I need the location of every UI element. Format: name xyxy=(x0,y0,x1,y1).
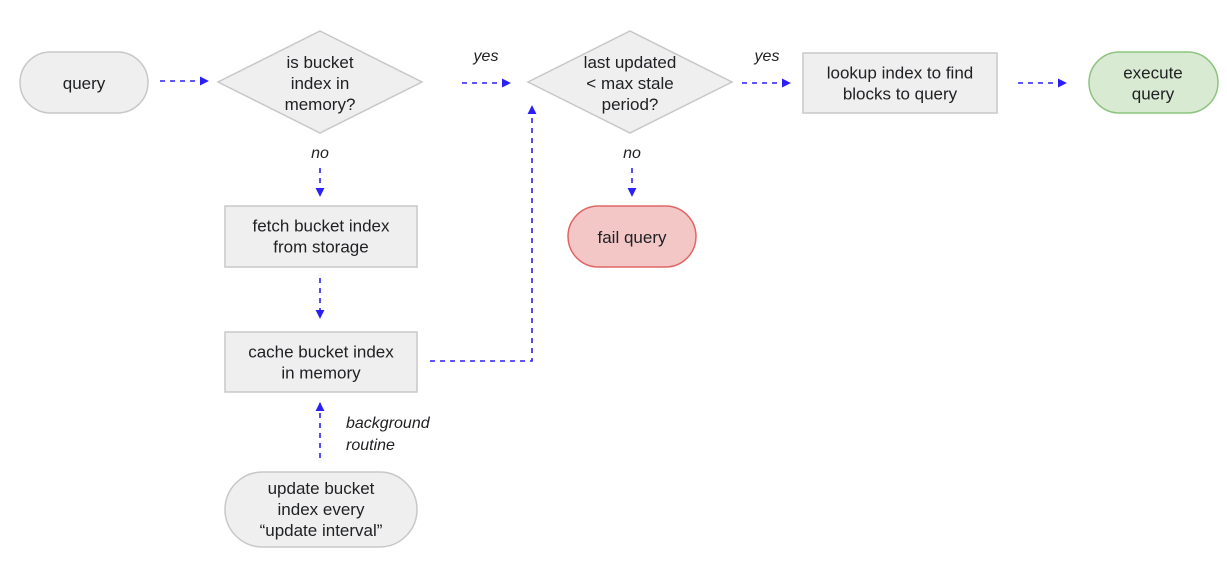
text-line: routine xyxy=(346,437,395,454)
text-line: update bucket xyxy=(268,479,375,498)
text-line: execute xyxy=(1123,64,1183,83)
node-execute-query-label: execute query xyxy=(1123,64,1183,104)
edge-label-no-2: no xyxy=(623,145,641,162)
node-fetch-index-label: fetch bucket index from storage xyxy=(252,217,390,257)
text-line: fetch bucket index xyxy=(252,217,390,236)
edge-label-yes-1: yes xyxy=(473,48,499,65)
text-line: query xyxy=(63,74,106,93)
node-in-memory-decision: is bucket index in memory? xyxy=(216,30,424,134)
text-line: period? xyxy=(602,95,659,114)
text-line: “update interval” xyxy=(260,521,383,540)
node-cache-index-label: cache bucket index in memory xyxy=(248,343,394,383)
text-line: memory? xyxy=(285,95,356,114)
node-cache-index: cache bucket index in memory xyxy=(224,331,418,393)
node-update-index: update bucket index every “update interval… xyxy=(224,471,418,548)
node-fetch-index: fetch bucket index from storage xyxy=(224,205,418,268)
node-fail-query-shape xyxy=(567,205,697,268)
text-line: query xyxy=(1132,85,1175,104)
text-line: index in xyxy=(291,74,350,93)
node-lookup-index: lookup index to find blocks to query xyxy=(802,52,998,114)
node-stale-decision-shape xyxy=(526,30,734,134)
text-line: last updated xyxy=(584,53,677,72)
node-lookup-index-label: lookup index to find blocks to query xyxy=(827,64,974,104)
text-line: lookup index to find xyxy=(827,64,974,83)
text-line: cache bucket index xyxy=(248,343,394,362)
edge-label-no-1: no xyxy=(311,145,329,162)
text-line: blocks to query xyxy=(843,85,958,104)
node-update-index-shape xyxy=(224,471,418,548)
node-cache-index-shape xyxy=(224,331,418,393)
edge-label-background-routine: background routine xyxy=(346,415,431,454)
node-fail-query: fail query xyxy=(567,205,697,268)
text-line: index every xyxy=(278,500,365,519)
text-line: background xyxy=(346,415,431,432)
node-in-memory-decision-shape xyxy=(216,30,424,134)
node-query: query xyxy=(19,51,149,114)
text-line: in memory xyxy=(281,364,361,383)
node-in-memory-decision-label: is bucket index in memory? xyxy=(285,53,356,114)
node-lookup-index-shape xyxy=(802,52,998,114)
node-query-shape xyxy=(19,51,149,114)
node-fetch-index-shape xyxy=(224,205,418,268)
text-line: fail query xyxy=(598,228,667,247)
text-line: is bucket xyxy=(286,53,353,72)
node-execute-query: execute query xyxy=(1088,51,1219,114)
edge-cache-to-stale xyxy=(430,105,537,362)
text-line: from storage xyxy=(273,238,368,257)
edge-label-yes-2: yes xyxy=(754,48,780,65)
node-fail-query-label: fail query xyxy=(598,228,667,247)
node-stale-decision-label: last updated < max stale period? xyxy=(584,53,677,114)
node-stale-decision: last updated < max stale period? xyxy=(526,30,734,134)
edge-labels: yes yes no no background routine xyxy=(311,48,779,454)
text-line: < max stale xyxy=(586,74,673,93)
node-query-label: query xyxy=(63,74,106,93)
node-execute-query-shape xyxy=(1088,51,1219,114)
node-update-index-label: update bucket index every “update interval… xyxy=(260,479,383,540)
edges xyxy=(160,76,1067,458)
